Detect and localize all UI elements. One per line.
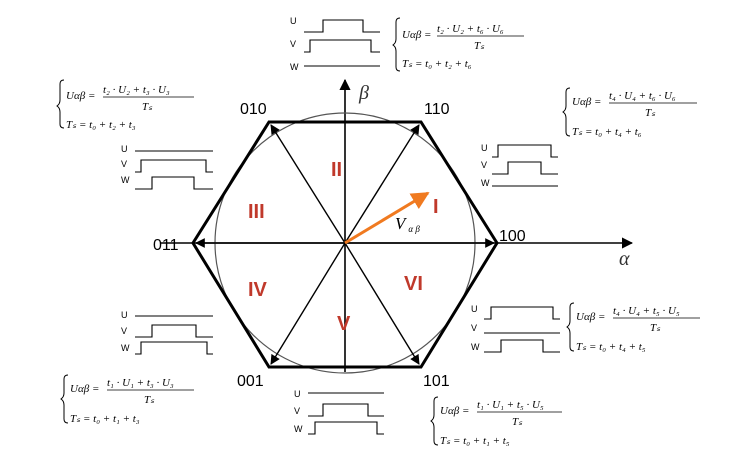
svg-text:V: V <box>121 326 127 336</box>
svg-text:Tₛ = t₀ + t₁ + t₅: Tₛ = t₀ + t₁ + t₅ <box>440 435 510 447</box>
vertex-label-001: 001 <box>237 373 264 390</box>
svg-text:U: U <box>290 16 297 26</box>
svg-text:Uαβ =: Uαβ = <box>70 383 99 395</box>
svg-text:W: W <box>471 342 480 352</box>
equation-sector-iv: Uαβ = t₁ · U₁ + t₃ · U₃ Tₛ Tₛ = t₀ + t₁ … <box>60 374 194 425</box>
svg-text:Tₛ: Tₛ <box>512 416 523 428</box>
svg-text:Tₛ = t₀ + t₄ + t₅: Tₛ = t₀ + t₄ + t₅ <box>576 341 646 353</box>
waveforms-sector-vi: U V W <box>471 304 560 353</box>
svg-text:W: W <box>481 178 490 188</box>
svg-text:Tₛ: Tₛ <box>144 394 155 406</box>
svg-text:V: V <box>481 160 487 170</box>
svg-text:Tₛ: Tₛ <box>650 322 661 334</box>
waveforms-sector-i: U V W <box>481 143 558 188</box>
equation-sector-v: Uαβ = t₁ · U₁ + t₅ · U₅ Tₛ Tₛ = t₀ + t₁ … <box>430 396 562 447</box>
svg-text:V: V <box>471 323 477 333</box>
equation-sector-i: Uαβ = t₄ · U₄ + t₆ · U₆ Tₛ Tₛ = t₀ + t₄ … <box>562 87 697 138</box>
vertex-label-011: 011 <box>153 237 179 254</box>
alpha-label: α <box>619 248 630 270</box>
vertex-label-010: 010 <box>240 101 267 118</box>
vertex-label-101: 101 <box>423 373 450 390</box>
equation-sector-vi: Uαβ = t₄ · U₄ + t₅ · U₅ Tₛ Tₛ = t₀ + t₄ … <box>566 302 700 353</box>
svg-text:V: V <box>294 406 300 416</box>
vertex-label-100: 100 <box>499 228 526 245</box>
sector-label-v: V <box>337 313 351 335</box>
svg-text:Uαβ =: Uαβ = <box>576 311 605 323</box>
svg-text:U: U <box>121 144 128 154</box>
waveforms-sector-iv: U V W <box>121 310 213 355</box>
svg-text:V: V <box>121 159 127 169</box>
svg-text:Tₛ = t₀ + t₄ + t₆: Tₛ = t₀ + t₄ + t₆ <box>572 126 642 138</box>
svg-text:Tₛ = t₀ + t₂ + t₆: Tₛ = t₀ + t₂ + t₆ <box>402 58 472 70</box>
vector-101-arrow <box>344 242 420 365</box>
svg-text:Uαβ =: Uαβ = <box>66 90 95 102</box>
svg-text:t₄ · U₄ + t₅ · U₅: t₄ · U₄ + t₅ · U₅ <box>613 305 680 317</box>
svg-text:V: V <box>290 39 296 49</box>
waveforms-sector-iii: U V W <box>121 144 213 190</box>
svg-text:Tₛ: Tₛ <box>474 40 485 52</box>
svg-text:W: W <box>290 62 299 72</box>
svg-text:t₁ · U₁ + t₅ · U₅: t₁ · U₁ + t₅ · U₅ <box>477 399 544 411</box>
beta-label: β <box>358 82 369 104</box>
svg-text:W: W <box>121 175 130 185</box>
svg-text:t₄ · U₄ + t₆ · U₆: t₄ · U₄ + t₆ · U₆ <box>609 90 676 102</box>
svg-text:U: U <box>471 304 478 314</box>
svg-text:Uαβ =: Uαβ = <box>402 29 431 41</box>
svg-text:Uαβ =: Uαβ = <box>572 96 601 108</box>
sector-label-i: I <box>433 196 439 218</box>
svg-text:Tₛ: Tₛ <box>142 101 153 113</box>
svg-text:W: W <box>121 343 130 353</box>
reference-vector-arrow <box>344 191 430 245</box>
sector-label-iv: IV <box>248 279 268 301</box>
vertex-label-110: 110 <box>424 101 450 118</box>
svg-text:t₂ · U₂ + t₃ · U₃: t₂ · U₂ + t₃ · U₃ <box>103 84 170 96</box>
vector-110-arrow <box>344 124 420 244</box>
equation-sector-iii: Uαβ = t₂ · U₂ + t₃ · U₃ Tₛ Tₛ = t₀ + t₂ … <box>56 79 194 131</box>
waveforms-sector-v: U V W <box>294 389 384 435</box>
voltage-hexagon <box>191 120 499 369</box>
svg-text:U: U <box>294 389 301 399</box>
vector-001-arrow <box>270 242 346 365</box>
svg-text:U: U <box>481 143 488 153</box>
svg-text:Tₛ = t₀ + t₂ + t₃: Tₛ = t₀ + t₂ + t₃ <box>66 119 136 131</box>
svg-text:t₂ · U₂ + t₆ · U₆: t₂ · U₂ + t₆ · U₆ <box>437 23 504 35</box>
svg-text:Tₛ: Tₛ <box>645 107 656 119</box>
vector-010-arrow <box>270 124 346 244</box>
sector-label-vi: VI <box>404 273 423 295</box>
svg-text:W: W <box>294 424 303 434</box>
waveforms-sector-ii: U V W <box>290 16 380 72</box>
sector-label-ii: II <box>331 159 342 181</box>
sector-label-iii: III <box>248 201 265 223</box>
equation-sector-ii: Uαβ = t₂ · U₂ + t₆ · U₆ Tₛ Tₛ = t₀ + t₂ … <box>392 17 524 72</box>
svg-text:t₁ · U₁ + t₃ · U₃: t₁ · U₁ + t₃ · U₃ <box>107 377 174 389</box>
svg-text:Uαβ =: Uαβ = <box>440 405 469 417</box>
svg-text:U: U <box>121 310 128 320</box>
svg-text:Tₛ = t₀ + t₁ + t₃: Tₛ = t₀ + t₁ + t₃ <box>70 413 140 425</box>
